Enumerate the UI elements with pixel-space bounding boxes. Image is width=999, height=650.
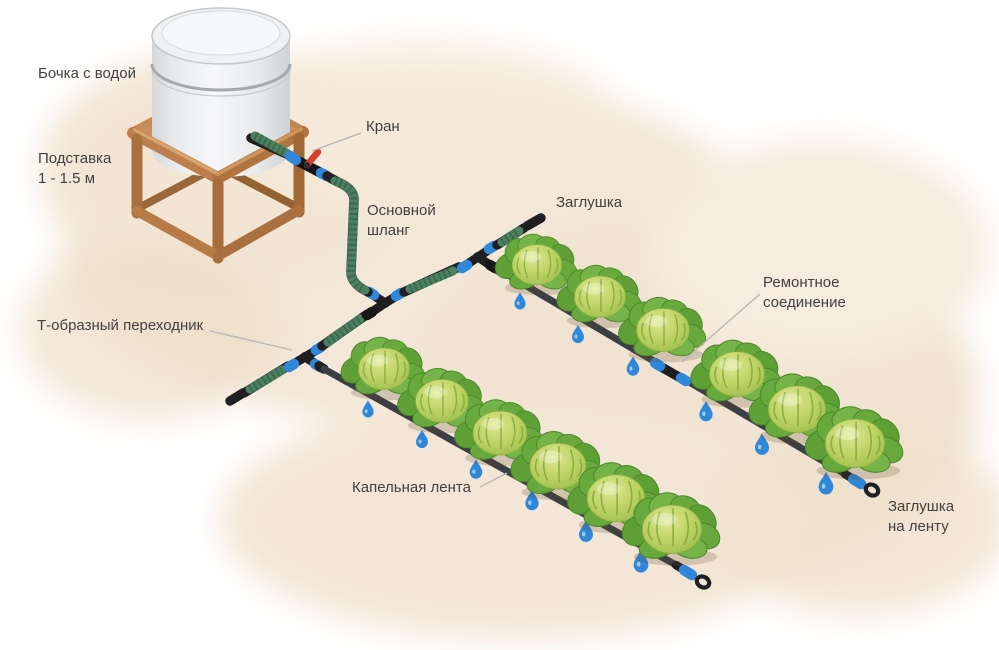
drip-tape-leader-line <box>479 472 508 488</box>
supply-line <box>225 213 546 406</box>
repair-joint <box>649 357 692 387</box>
supply-end-cap-top <box>522 213 546 231</box>
repair-joint-label: Ремонтное соединение <box>763 274 846 311</box>
tap-label: Кран <box>366 118 400 135</box>
t-adapter-leader-line <box>209 330 293 351</box>
tape-plug-label: Заглушка на ленту <box>888 498 955 535</box>
t-adapter-label: Т-образный переходник <box>37 317 204 334</box>
main-hose <box>246 131 373 297</box>
leader-lines <box>209 132 761 488</box>
tape-end-plug-lower <box>671 560 712 590</box>
drip-tape-label: Капельная лента <box>352 479 471 496</box>
barrel-label: Бочка с водой <box>38 65 137 82</box>
repair-leader-line <box>681 293 761 363</box>
barrel-stand <box>127 126 309 264</box>
stand-label: Подставка 1 - 1.5 м <box>38 150 112 187</box>
plug-label: Заглушка <box>556 194 623 211</box>
tap-leader-line <box>311 132 362 152</box>
main-hose-label: Основной шланг <box>367 202 436 239</box>
